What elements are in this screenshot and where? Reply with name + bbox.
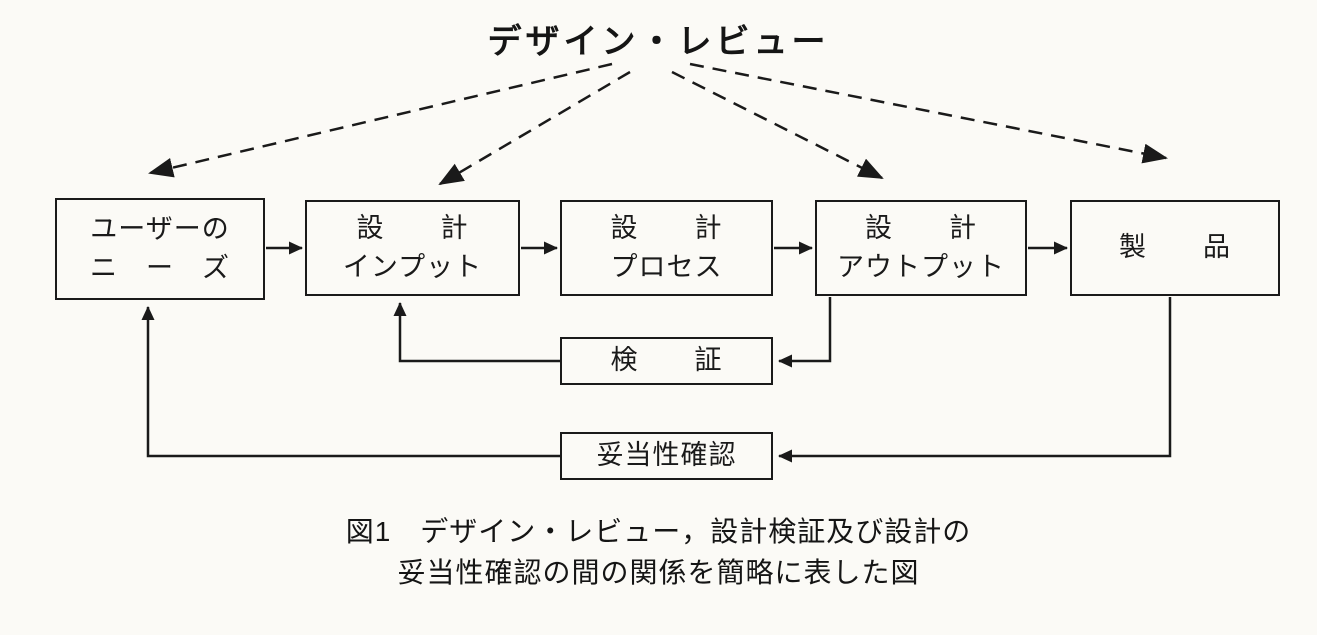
box-validation: 妥当性確認 [560, 432, 773, 480]
box-design-process-line1: 設 計 [610, 212, 723, 243]
connector-validation-to-needs [141, 306, 560, 458]
box-verification-label: 検 証 [610, 345, 723, 376]
box-design-input: 設 計 インプット [305, 200, 520, 296]
box-user-needs-line2: ニ ー ズ [90, 253, 230, 283]
box-design-input-line1: 設 計 [356, 212, 469, 243]
dashed-arrow-to-design-input [438, 70, 631, 186]
box-user-needs: ユーザーの ニ ー ズ [55, 198, 265, 300]
connector-product-to-validation [778, 297, 1172, 463]
box-design-process-line2: プロセス [610, 252, 723, 282]
box-verification: 検 証 [560, 337, 773, 385]
diagram-title: デザイン・レビュー [487, 23, 830, 61]
box-user-needs-line1: ユーザーの [90, 213, 230, 244]
box-design-output-line1: 設 計 [865, 212, 977, 243]
validation-loop [141, 297, 1172, 463]
figure-caption-line2: 妥当性確認の間の関係を簡略に表した図 [397, 556, 920, 588]
design-review-dashed-arrows [148, 62, 1168, 186]
connector-output-to-verification [778, 297, 832, 368]
box-design-process: 設 計 プロセス [560, 200, 773, 296]
figure-caption: 図1 デザイン・レビュー，設計検証及び設計の 妥当性確認の間の関係を簡略に表した… [0, 512, 1317, 593]
box-product: 製 品 [1070, 200, 1280, 296]
dashed-arrow-to-product [689, 62, 1168, 164]
box-validation-label: 妥当性確認 [596, 440, 737, 471]
verification-loop [393, 297, 832, 368]
box-design-output-line2: アウトプット [837, 252, 1005, 282]
dashed-arrow-to-user-needs [148, 62, 613, 178]
box-design-output: 設 計 アウトプット [815, 200, 1027, 296]
box-product-label: 製 品 [1119, 232, 1231, 263]
figure-caption-line1: 図1 デザイン・レビュー，設計検証及び設計の [345, 516, 972, 547]
connector-verification-to-input [393, 302, 560, 363]
box-design-input-line2: インプット [342, 252, 483, 282]
dashed-arrow-to-design-output [671, 70, 884, 180]
